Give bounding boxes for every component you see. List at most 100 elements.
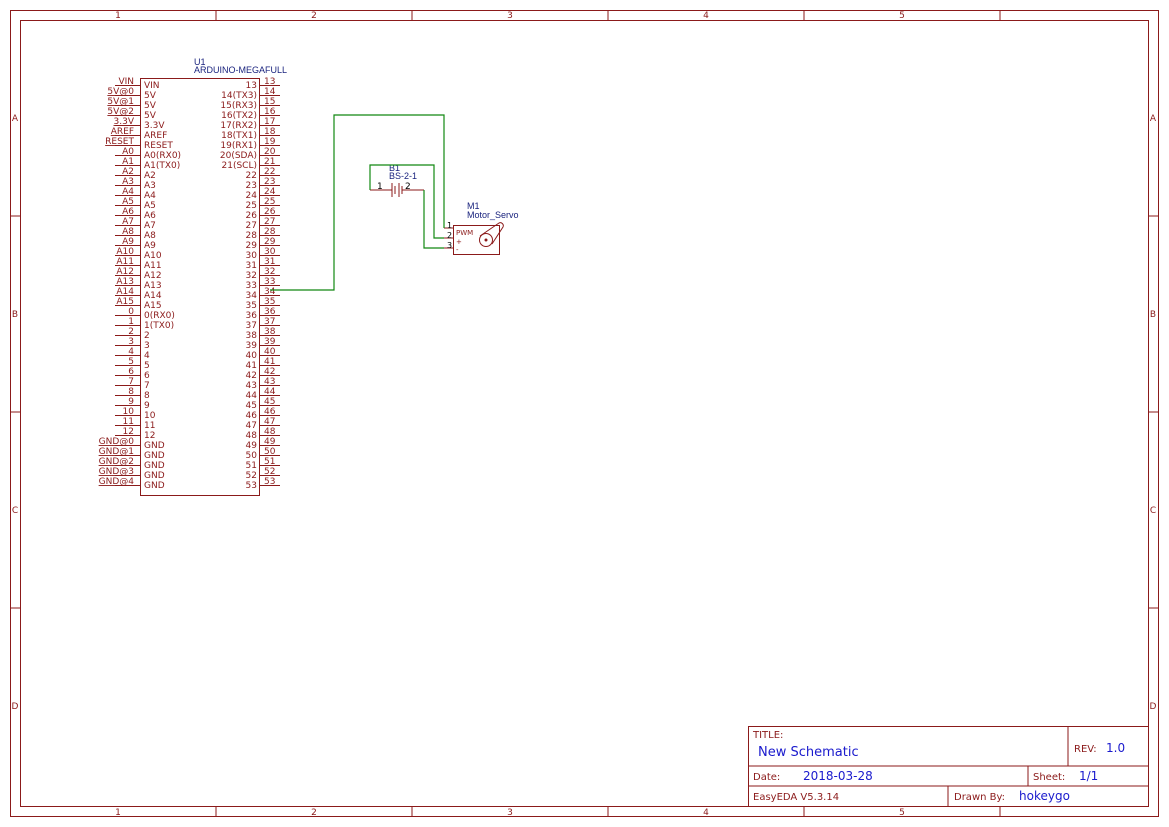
u1-pin-number[interactable]: GND@4 [99, 477, 135, 487]
u1-pin-number[interactable]: GND@1 [99, 447, 134, 457]
wire-pin34-to-pwm[interactable] [270, 114, 445, 291]
u1-pin-label: 25 [246, 201, 257, 211]
u1-pin-number[interactable]: 5V@1 [107, 97, 134, 107]
u1-pin-number[interactable]: 20 [264, 147, 276, 157]
inner-border [20, 20, 1149, 807]
u1-pin-number[interactable]: 8 [128, 387, 134, 397]
u1-pin-number[interactable]: 3 [128, 337, 134, 347]
u1-pin-label: 34 [246, 291, 258, 301]
u1-pin-number[interactable]: 21 [264, 157, 275, 167]
u1-pin-number[interactable]: 34 [264, 287, 276, 297]
m1-servo-motor[interactable]: M1 Motor_Servo PWM + - 1 2 3 [444, 201, 519, 255]
u1-pin-number[interactable]: 7 [128, 377, 134, 387]
u1-pin-number[interactable]: 24 [264, 187, 276, 197]
b1-battery[interactable]: B1 BS-2-1 1 2 [370, 163, 424, 197]
u1-pin-number[interactable]: GND@2 [99, 457, 134, 467]
u1-pin-number[interactable]: A3 [122, 177, 134, 187]
u1-pin-number[interactable]: 13 [264, 77, 275, 87]
u1-pin-number[interactable]: A14 [116, 287, 134, 297]
u1-pin-number[interactable]: A2 [122, 167, 134, 177]
u1-pin-number[interactable]: VIN [118, 77, 134, 87]
u1-pin-number[interactable]: 11 [123, 417, 134, 427]
u1-pin-number[interactable]: 38 [264, 327, 276, 337]
m1-body [453, 225, 500, 255]
u1-pin-number[interactable]: 37 [264, 317, 275, 327]
u1-pin-number[interactable]: 9 [128, 397, 134, 407]
u1-pin-number[interactable]: 0 [128, 307, 134, 317]
u1-pin-label: A6 [144, 211, 156, 221]
u1-pin-number[interactable]: A0 [122, 147, 134, 157]
u1-pin-number[interactable]: 50 [264, 447, 276, 457]
u1-pin-number[interactable]: 5V@0 [107, 87, 134, 97]
u1-pin-number[interactable]: 26 [264, 207, 276, 217]
u1-pin-number[interactable]: 35 [264, 297, 275, 307]
u1-pin-number[interactable]: 17 [264, 117, 275, 127]
u1-pin-number[interactable]: 4 [128, 347, 134, 357]
u1-pin-number[interactable]: 40 [264, 347, 276, 357]
u1-pin-number[interactable]: A8 [122, 227, 134, 237]
u1-pin-number[interactable]: 16 [264, 107, 276, 117]
u1-pin-number[interactable]: A9 [122, 237, 134, 247]
u1-pin-label: RESET [144, 141, 173, 151]
u1-pin-number[interactable]: A13 [116, 277, 134, 287]
u1-pin-number[interactable]: 42 [264, 367, 275, 377]
wire-b1-pin1-to-servo-plus[interactable] [369, 164, 444, 239]
u1-pin-number[interactable]: 48 [264, 427, 276, 437]
u1-pin-number[interactable]: 32 [264, 267, 275, 277]
u1-pin-number[interactable]: A15 [116, 297, 134, 307]
u1-pin-number[interactable]: 33 [264, 277, 275, 287]
u1-pin-number[interactable]: 51 [264, 457, 275, 467]
u1-pin-number[interactable]: 30 [264, 247, 276, 257]
u1-pin-number[interactable]: A10 [116, 247, 134, 257]
u1-pin-number[interactable]: 3.3V [114, 117, 135, 127]
u1-pin-label: 5V [144, 111, 157, 121]
u1-pin-number[interactable]: 5 [128, 357, 134, 367]
u1-pin-number[interactable]: RESET [105, 137, 134, 147]
u1-pin-number[interactable]: 22 [264, 167, 275, 177]
u1-pin-number[interactable]: 28 [264, 227, 276, 237]
u1-pin-number[interactable]: 15 [264, 97, 275, 107]
u1-pin-number[interactable]: A12 [116, 267, 134, 277]
u1-pin-number[interactable]: GND@0 [99, 437, 135, 447]
u1-pin-number[interactable]: 10 [123, 407, 135, 417]
u1-pin-number[interactable]: 27 [264, 217, 275, 227]
u1-pin-number[interactable]: A11 [116, 257, 134, 267]
nets [270, 114, 445, 291]
u1-pin-number[interactable]: 5V@2 [107, 107, 134, 117]
u1-pin-number[interactable]: 2 [128, 327, 134, 337]
u1-pin-number[interactable]: A5 [122, 197, 134, 207]
u1-pin-number[interactable]: 43 [264, 377, 275, 387]
u1-pin-number[interactable]: 29 [264, 237, 276, 247]
u1-pin-number[interactable]: 6 [128, 367, 134, 377]
u1-pin-number[interactable]: 31 [264, 257, 275, 267]
u1-pin-label: 51 [246, 461, 257, 471]
u1-pin-number[interactable]: 25 [264, 197, 275, 207]
u1-pin-number[interactable]: GND@3 [99, 467, 134, 477]
u1-pin-number[interactable]: 49 [264, 437, 276, 447]
u1-part-name: ARDUINO-MEGAFULL [194, 65, 287, 75]
u1-pin-number[interactable]: A7 [122, 217, 134, 227]
u1-pin-number[interactable]: 39 [264, 337, 276, 347]
u1-pin-number[interactable]: A4 [122, 187, 134, 197]
zone-column-label: 5 [899, 808, 905, 818]
u1-pin-number[interactable]: 53 [264, 477, 275, 487]
u1-pin-number[interactable]: A1 [122, 157, 134, 167]
u1-pin-number[interactable]: 47 [264, 417, 275, 427]
zone-column-label: 2 [311, 808, 317, 818]
u1-pin-number[interactable]: 52 [264, 467, 275, 477]
u1-pin-number[interactable]: 12 [123, 427, 134, 437]
u1-pin-number[interactable]: 45 [264, 397, 275, 407]
u1-pin-number[interactable]: 23 [264, 177, 275, 187]
u1-pin-number[interactable]: 44 [264, 387, 276, 397]
u1-pin-number[interactable]: 19 [264, 137, 276, 147]
u1-pin-number[interactable]: A6 [122, 207, 134, 217]
u1-pin-number[interactable]: 36 [264, 307, 276, 317]
u1-pin-number[interactable]: 18 [264, 127, 276, 137]
wire-b1-pin2-to-servo-minus[interactable] [423, 190, 444, 249]
u1-pin-number[interactable]: 14 [264, 87, 276, 97]
u1-pin-number[interactable]: 46 [264, 407, 276, 417]
u1-pin-number[interactable]: 41 [264, 357, 275, 367]
u1-pin-number[interactable]: AREF [111, 127, 134, 137]
u1-pin-number[interactable]: 1 [128, 317, 134, 327]
